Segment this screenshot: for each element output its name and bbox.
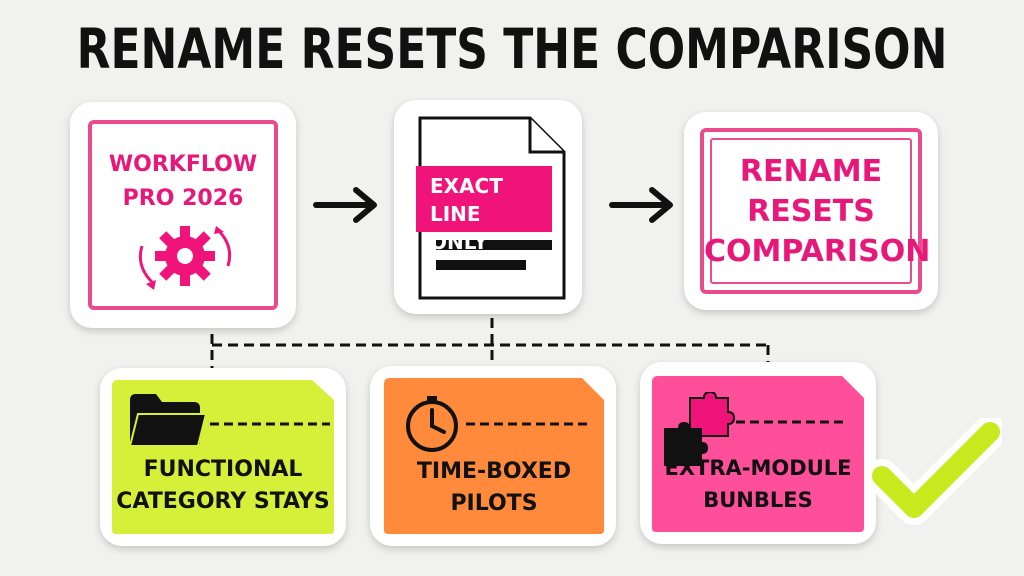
category-1-line1: FUNCTIONAL: [143, 457, 303, 482]
product-name-line1: WORKFLOW: [108, 152, 258, 177]
page-title: RENAME RESETS THE COMPARISON: [76, 18, 948, 82]
puzzle-icon: [664, 392, 736, 466]
check-icon: [872, 418, 1002, 525]
folder-icon: [128, 394, 208, 447]
category-3-line2: BUNBLES: [703, 488, 813, 512]
product-name-line2: PRO 2026: [122, 186, 244, 211]
gear-cycle-icon: [138, 226, 232, 290]
result-line1: RENAME: [739, 154, 883, 189]
clock-icon: [406, 396, 458, 452]
exact-line-label-line1: EXACT LINE: [430, 174, 503, 226]
category-folder-2: [384, 378, 604, 534]
result-line3: COMPARISON: [704, 234, 931, 269]
result-card: RENAME RESETS COMPARISON: [700, 128, 931, 294]
category-label-3: EXTRA-MODULE BUNBLES: [652, 452, 864, 516]
result-line2: RESETS: [747, 194, 875, 229]
category-1-line2: CATEGORY STAYS: [116, 489, 330, 514]
folder-dashed-line-1: [210, 422, 330, 426]
product-card: WORKFLOW PRO 2026: [88, 120, 278, 310]
category-3-line1: EXTRA-MODULE: [664, 456, 852, 480]
arrow-icon: [313, 187, 673, 223]
category-label-2: TIME-BOXED PILOTS: [384, 456, 604, 520]
exact-line-label: EXACT LINE ONLY: [416, 166, 552, 254]
folder-dashed-line-3: [736, 420, 846, 424]
category-2-line1: TIME-BOXED: [416, 459, 572, 484]
category-label-1: FUNCTIONAL CATEGORY STAYS: [112, 454, 334, 518]
exact-line-label-line2: ONLY: [430, 230, 488, 254]
folder-dashed-line-2: [466, 422, 590, 426]
category-2-line2: PILOTS: [450, 491, 538, 516]
